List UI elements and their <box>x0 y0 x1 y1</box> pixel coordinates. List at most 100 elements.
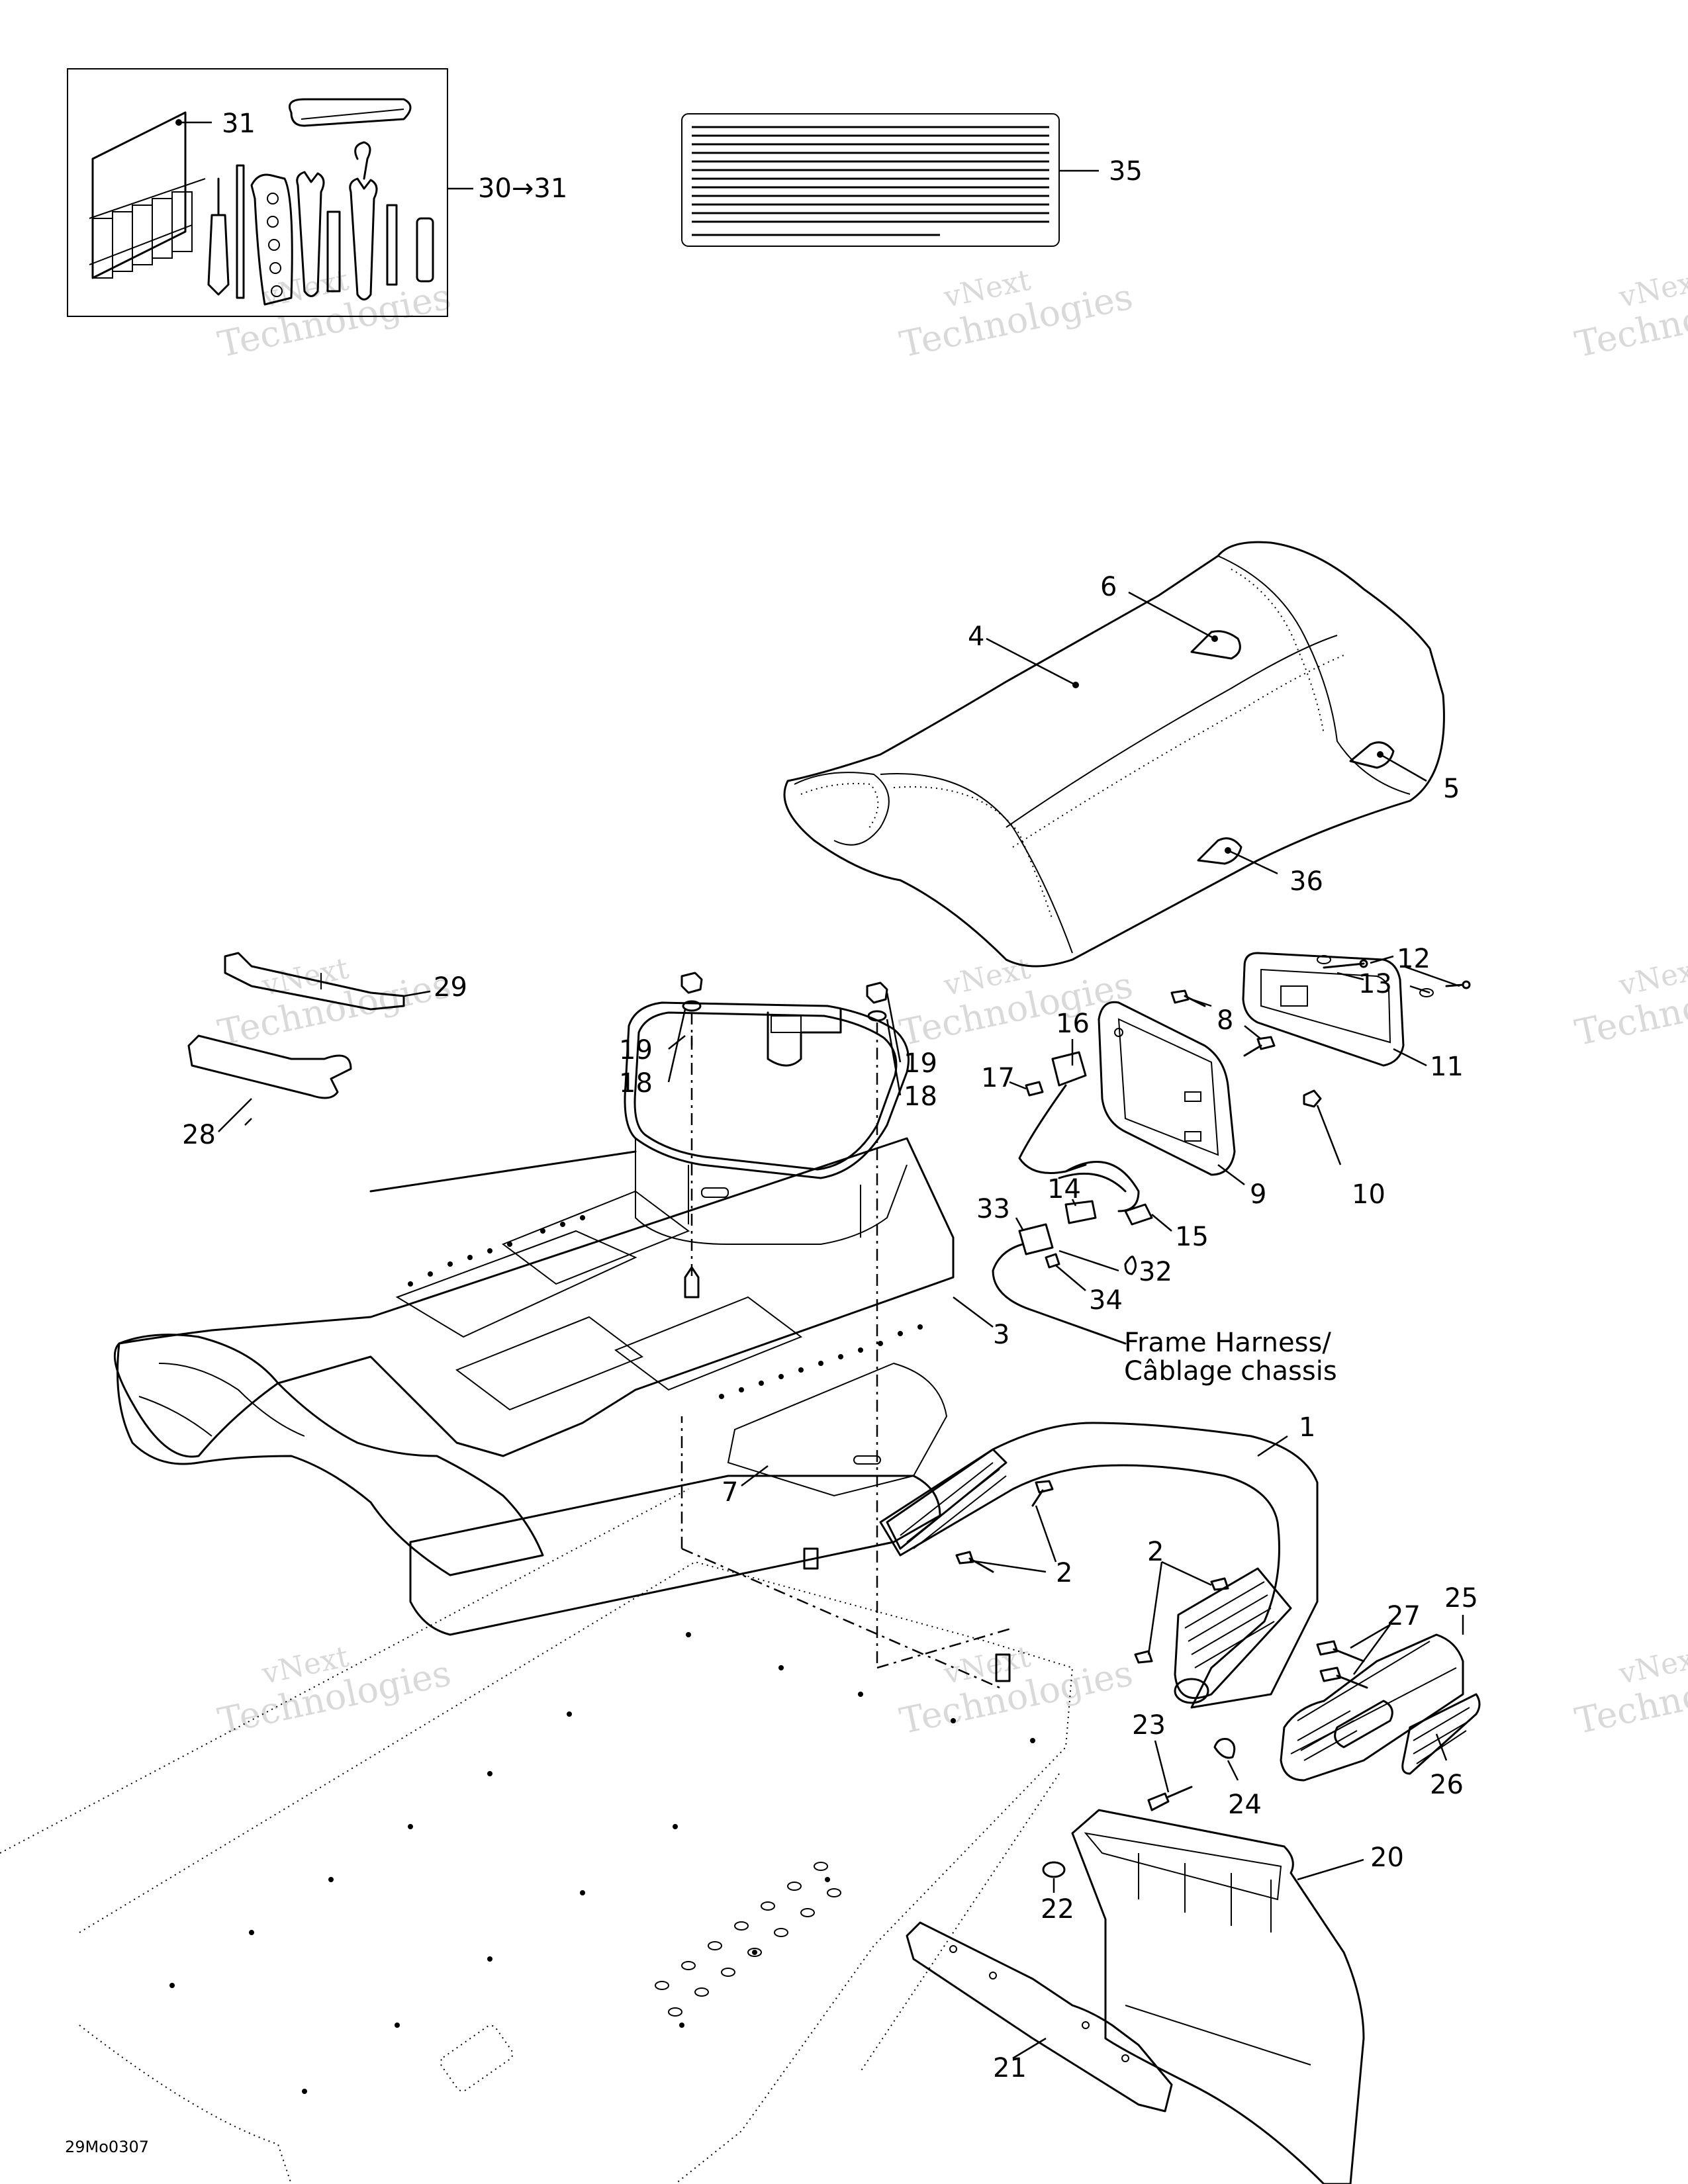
callout-34: 34 <box>1089 1285 1123 1316</box>
callout-5: 5 <box>1443 774 1460 804</box>
grab-handle-assembly: 2 2 1 <box>879 1412 1319 1709</box>
seat-decal-36 <box>1197 837 1243 865</box>
callout-4: 4 <box>968 621 984 652</box>
callout-18-right: 18 <box>904 1081 937 1112</box>
open-wrench-2 <box>349 177 378 300</box>
callout-28: 28 <box>182 1120 216 1150</box>
socket-handle <box>416 217 434 283</box>
connector-33 <box>1018 1223 1054 1255</box>
callout-24: 24 <box>1228 1790 1262 1820</box>
seat-decal-6 <box>1190 630 1241 660</box>
bolt-2-c <box>1210 1577 1229 1591</box>
tunnel-rivets <box>169 1632 1035 2094</box>
grab-handle <box>879 1422 1319 1709</box>
bumper-cap <box>1280 1633 1464 1782</box>
connector-16 <box>1051 1051 1087 1087</box>
grommet <box>1213 1738 1236 1759</box>
patent-decal <box>681 113 1060 247</box>
callout-11: 11 <box>1430 1052 1464 1082</box>
decal-35: 35 <box>681 113 1143 247</box>
callout-21: 21 <box>993 2053 1027 2083</box>
callout-1: 1 <box>1299 1412 1315 1443</box>
hook-tool <box>354 141 371 180</box>
reflector <box>1401 1693 1481 1775</box>
tool-kit-inset: 31 30→31 <box>67 68 567 317</box>
watermark: vNext Technologies <box>1571 1640 1688 1743</box>
screw-27-a <box>1316 1640 1338 1656</box>
screw-12-top <box>1323 962 1365 969</box>
spanner-wrench <box>250 173 293 306</box>
callout-8: 8 <box>1217 1005 1233 1036</box>
rivet <box>1147 1792 1170 1811</box>
callout-7: 7 <box>722 1477 738 1508</box>
bolt-2-a <box>1035 1480 1054 1494</box>
terminal-15 <box>1124 1203 1153 1226</box>
callout-2-right: 2 <box>1147 1537 1164 1567</box>
callout-25: 25 <box>1444 1583 1478 1614</box>
socket-tool <box>386 204 398 286</box>
watermark-group: vNext Technologies vNext Technologies vN… <box>214 263 1688 1743</box>
callout-18-left: 18 <box>619 1068 653 1099</box>
callout-23: 23 <box>1132 1710 1166 1741</box>
starter-rope <box>289 98 412 127</box>
terminal-34 <box>1045 1253 1060 1269</box>
tools-28-29: 29 28 <box>182 952 467 1150</box>
frame-harness-wire <box>992 1243 1127 1345</box>
callout-9: 9 <box>1250 1179 1266 1210</box>
taillight-assembly: 12 13 11 9 8 10 <box>976 944 1471 1387</box>
rear-tunnel-platform <box>113 1137 955 1458</box>
screw-12-bottom <box>1445 983 1464 987</box>
callout-19-left: 19 <box>619 1035 653 1066</box>
frame-holes <box>408 1215 923 1399</box>
screwdriver <box>207 214 230 296</box>
callout-15: 15 <box>1175 1222 1209 1252</box>
rear-frame: 19 18 19 18 3 7 <box>113 972 1013 1689</box>
callout-27: 27 <box>1387 1601 1421 1631</box>
connector-14 <box>1064 1200 1097 1224</box>
taillight-lens <box>1242 952 1405 1067</box>
frame-cutout <box>395 1230 637 1338</box>
callout-19-right: 19 <box>904 1048 937 1079</box>
taillight-housing <box>1098 1001 1236 1176</box>
support-plate <box>727 1362 948 1497</box>
watermark: vNext Technologies <box>896 263 1137 366</box>
tunnel: 29Mo0307 <box>0 1488 1074 2184</box>
callout-14: 14 <box>1047 1174 1081 1205</box>
left-footrest <box>117 1334 544 1576</box>
callout-2-left: 2 <box>1056 1558 1072 1588</box>
screw-27-b <box>1319 1666 1342 1682</box>
washer-22 <box>1042 1861 1066 1878</box>
bolt-2-d <box>1134 1650 1153 1664</box>
callout-16: 16 <box>1056 1009 1090 1039</box>
seat <box>783 541 1445 968</box>
callout-36: 36 <box>1289 866 1323 897</box>
rear-bumper-assembly: 26 25 27 23 24 20 22 <box>906 1583 1481 2184</box>
watermark: vNext Technologies <box>1571 263 1688 366</box>
callout-22: 22 <box>1041 1894 1074 1925</box>
callout-26: 26 <box>1430 1770 1464 1800</box>
callout-3: 3 <box>993 1320 1009 1350</box>
figure-code: 29Mo0307 <box>65 2138 149 2156</box>
frame-harness-note-line2: Câblage chassis <box>1124 1356 1337 1387</box>
open-wrench-1 <box>296 171 325 297</box>
callout-13: 13 <box>1358 969 1392 999</box>
callout-6: 6 <box>1100 572 1117 602</box>
reinforcement-plate <box>906 1921 1173 2113</box>
snowflap <box>1071 1809 1365 2184</box>
callout-33: 33 <box>976 1194 1010 1224</box>
tool-29 <box>224 952 405 1011</box>
spark-plug-tool <box>326 210 341 293</box>
bolt-19-right <box>866 981 888 1022</box>
callout-35: 35 <box>1109 156 1143 187</box>
tunnel-slots <box>655 1862 841 2017</box>
frame-harness-note-line1: Frame Harness/ <box>1124 1328 1331 1358</box>
grease-drop-icon <box>1124 1255 1137 1275</box>
callout-12: 12 <box>1397 944 1430 974</box>
callout-17: 17 <box>981 1063 1015 1093</box>
watermark: vNext Technologies <box>214 952 455 1054</box>
callout-20: 20 <box>1370 1843 1404 1873</box>
callout-10: 10 <box>1352 1179 1385 1210</box>
watermark: vNext Technologies <box>896 1640 1137 1743</box>
callout-32: 32 <box>1139 1257 1172 1287</box>
